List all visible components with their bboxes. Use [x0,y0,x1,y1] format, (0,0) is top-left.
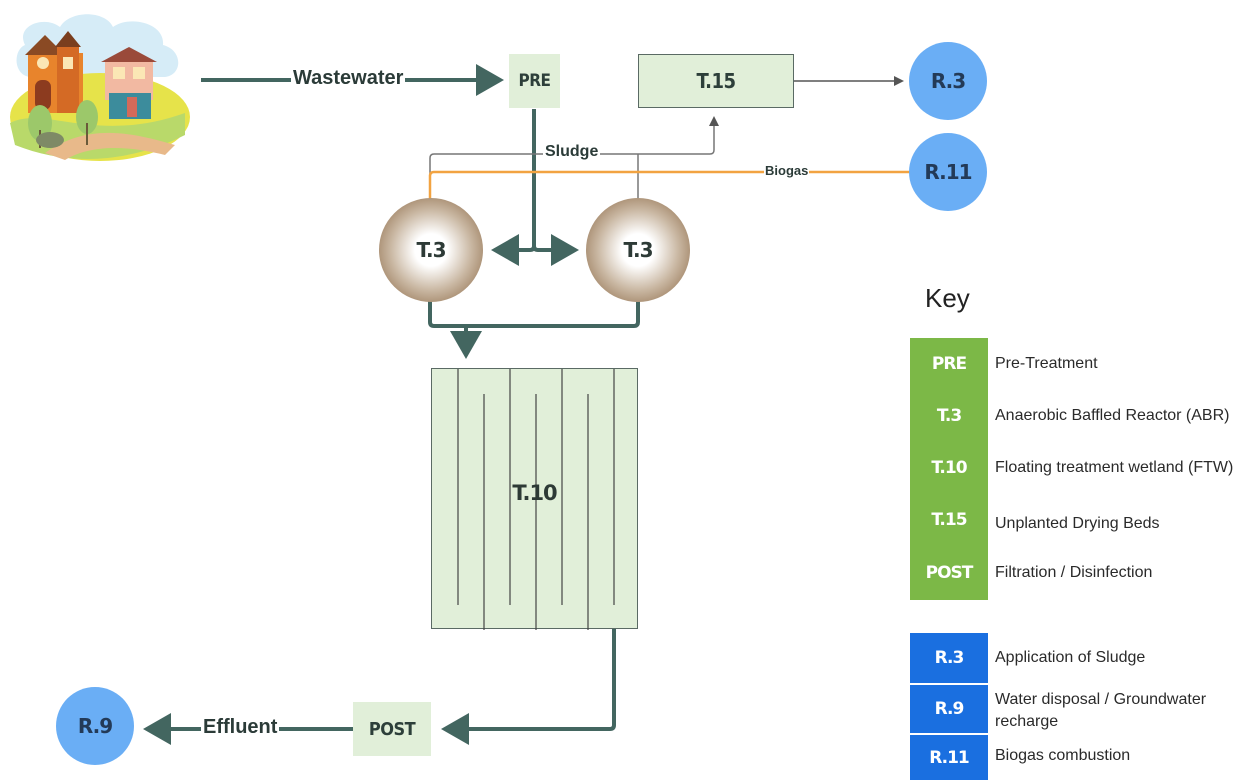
biogas-label: Biogas [764,163,810,178]
post-treatment-box: POST [353,702,431,756]
key-label-r11: Biogas combustion [995,747,1131,764]
sludge-label: Sludge [543,143,601,161]
key-label-r3: Application of Sludge [995,649,1146,666]
r9-water-disposal-circle: R.9 [56,687,134,765]
abr-reactor-right: T.3 [586,198,690,302]
key-swatch-t15: T.15 [910,494,988,546]
pre-to-left-reactor-line [491,234,536,266]
floating-wetland: T.10 [431,368,638,630]
abr-reactor-left: T.3 [379,198,483,302]
key-title: Key [925,283,970,313]
key-swatch-post: POST [910,546,988,600]
wetland-to-post-line [441,629,616,745]
pre-treatment-box: PRE [509,54,560,108]
village-illustration [10,14,190,161]
key-swatch-r9: R.9 [910,685,988,733]
key-swatch-r11: R.11 [910,735,988,780]
pre-to-reactors-line [532,109,579,266]
key-label-pre: Pre-Treatment [995,355,1098,372]
key-label-post: Filtration / Disinfection [995,564,1153,581]
r11-biogas-combustion-circle: R.11 [909,133,987,211]
biogas-line [428,170,910,200]
key-swatch-pre: PRE [910,338,988,390]
key-label-t10: Floating treatment wetland (FTW) [995,459,1234,476]
drying-beds-box: T.15 [638,54,794,108]
key-label-t15: Unplanted Drying Beds [995,515,1160,532]
effluent-label: Effluent [201,716,280,739]
key-swatch-t10: T.10 [910,442,988,494]
key-label-r9: Water disposal / Groundwater recharge [995,691,1207,730]
r3-sludge-application-circle: R.3 [909,42,987,120]
key-swatch-r3: R.3 [910,633,988,683]
wastewater-label: Wastewater [291,67,406,90]
wetland-label: T.10 [512,481,557,505]
key-swatch-t3: T.3 [910,390,988,442]
reactors-to-wetland-line [428,300,640,328]
wetland-baffles [457,369,615,630]
key-label-t3: Anaerobic Baffled Reactor (ABR) [995,407,1230,424]
